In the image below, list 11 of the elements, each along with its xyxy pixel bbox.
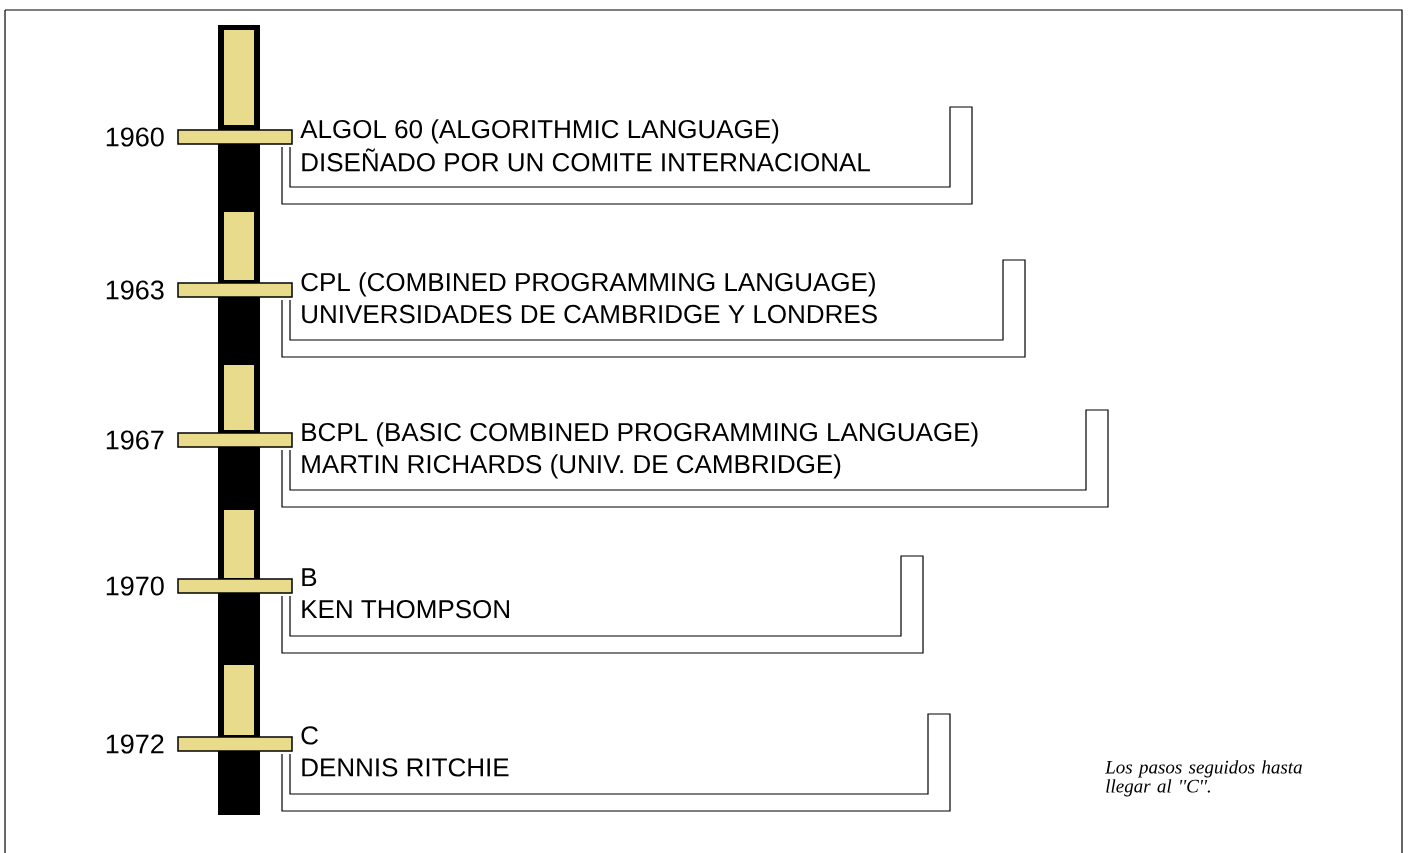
caption: Los pasos seguidos hasta llegar al ''C''. [1105,760,1302,797]
year-label: 1970 [106,576,164,596]
entry-box: BCPL (BASIC COMBINED PROGRAMMING LANGUAGE) MARTIN RICHARDS (UNIV. DE CAMBRIDGE) [281,409,1109,508]
entry-box: C DENNIS RITCHIE [281,713,951,812]
year-label: 1967 [106,430,164,450]
entry-box: CPL (COMBINED PROGRAMMING LANGUAGE) UNIVERSIDADES DE CAMBRIDGE Y LONDRES [281,259,1026,358]
year-label: 1960 [106,127,164,147]
year-label: 1972 [106,734,164,754]
entry-box: ALGOL 60 (ALGORITHMIC LANGUAGE) DISEÑADO POR UN COMITE INTERNACIONAL [281,106,973,205]
year-label: 1963 [106,280,164,300]
entry-box: B KEN THOMPSON [281,555,924,654]
